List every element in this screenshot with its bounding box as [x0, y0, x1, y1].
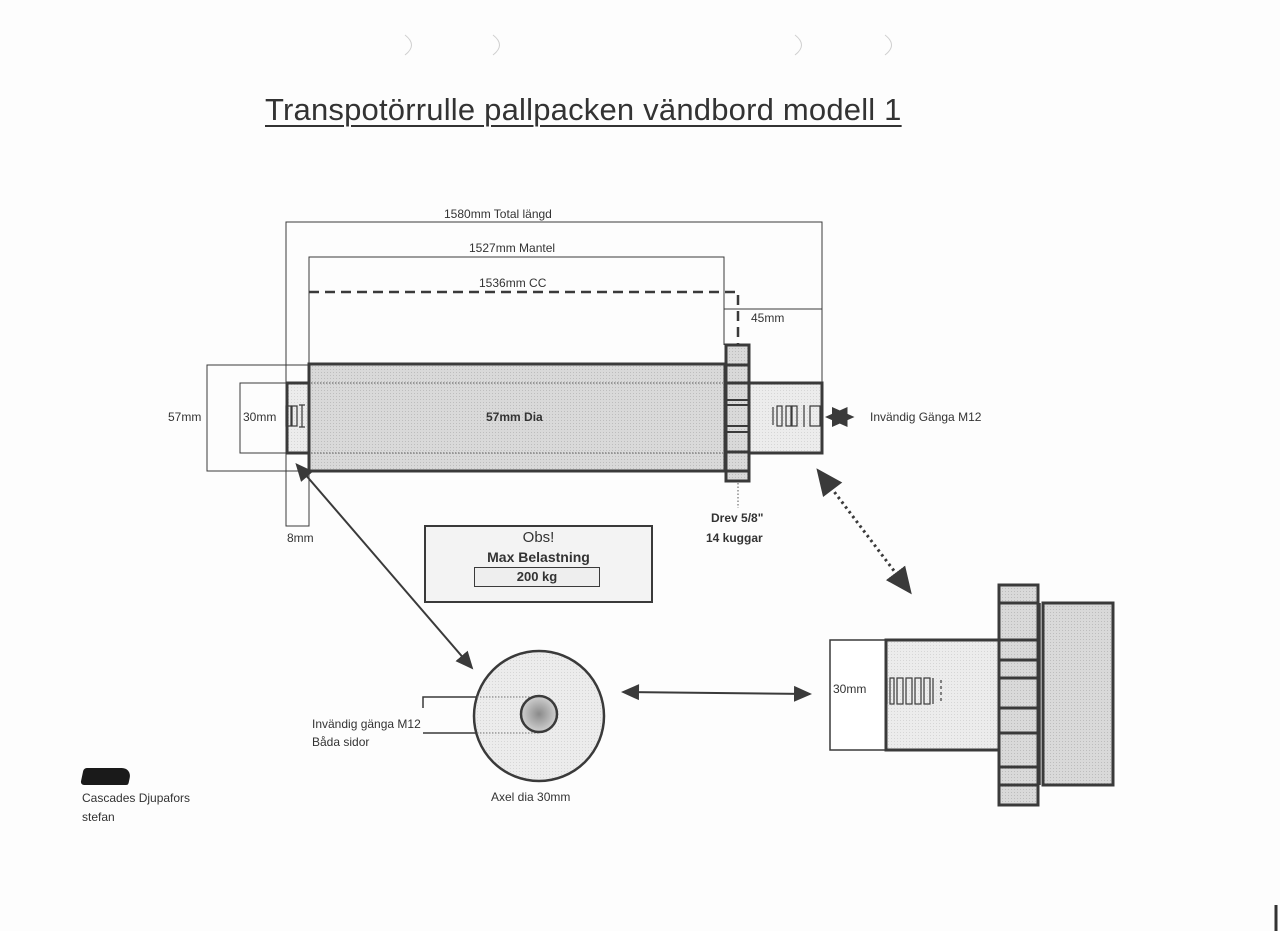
max-load-value: 200 kg — [474, 567, 600, 587]
dimension-mantel — [308, 256, 725, 365]
roller-diameter-label: 57mm Dia — [486, 410, 543, 424]
total-length-label: 1580mm Total längd — [444, 207, 552, 221]
right-to-detail-arrow — [816, 468, 912, 595]
end-view-thread-label: Invändig gänga M12 — [312, 717, 421, 731]
notice-subtitle: Max Belastning — [487, 549, 590, 565]
detail-shaft — [884, 638, 1002, 752]
punch-mark — [404, 34, 412, 56]
left-thread-icon — [285, 404, 305, 428]
end-view — [422, 649, 606, 783]
end-view-caption: Axel dia 30mm — [491, 790, 571, 804]
redacted-signature — [80, 768, 132, 785]
punch-mark — [884, 34, 892, 56]
company-name: Cascades Djupafors — [82, 791, 191, 805]
right-thread-icon — [772, 405, 821, 427]
end-to-detail-arrow — [621, 684, 812, 702]
sprocket-label-line2: 14 kuggar — [706, 531, 763, 545]
end-view-both-sides-label: Båda sidor — [312, 735, 370, 749]
dimension-30mm — [239, 382, 287, 454]
dimension-57mm — [206, 364, 309, 472]
left-to-end-view-arrow — [295, 462, 474, 670]
roller-tube — [307, 362, 727, 473]
detail-view — [829, 583, 1115, 807]
detail-shaft-label: 30mm — [833, 682, 867, 696]
shaft-end-label: 8mm — [287, 531, 314, 545]
dimension-8mm — [285, 453, 310, 527]
dimension-cc — [309, 290, 740, 345]
thread-right-label: Invändig Gänga M12 — [870, 410, 982, 424]
detail-sprocket — [997, 583, 1040, 807]
load-notice-box: Obs! Max Belastning 200 kg — [424, 525, 653, 603]
page-title: Transpotörrulle pallpacken vändbord mode… — [265, 92, 902, 127]
sprocket-label-line1: Drev 5/8" — [711, 511, 764, 525]
punch-hole-marks — [404, 34, 892, 56]
cc-label: 1536mm CC — [479, 276, 547, 290]
notice-title: Obs! — [522, 529, 555, 546]
punch-mark — [794, 34, 802, 56]
author-name: stefan — [82, 810, 115, 824]
shaft-diameter-label: 30mm — [243, 410, 277, 424]
detail-thread-icon — [886, 677, 942, 705]
sprocket-offset-label: 45mm — [751, 311, 785, 325]
left-shaft-stub — [285, 381, 311, 455]
punch-mark — [492, 34, 500, 56]
mantel-label: 1527mm Mantel — [469, 241, 556, 255]
outer-diameter-label: 57mm — [168, 410, 202, 424]
shaft-hub-circle — [519, 694, 559, 734]
detail-30mm-box — [829, 639, 887, 751]
dimension-total-length — [285, 221, 823, 385]
sprocket — [724, 343, 751, 483]
detail-roller-tube — [1041, 601, 1115, 787]
